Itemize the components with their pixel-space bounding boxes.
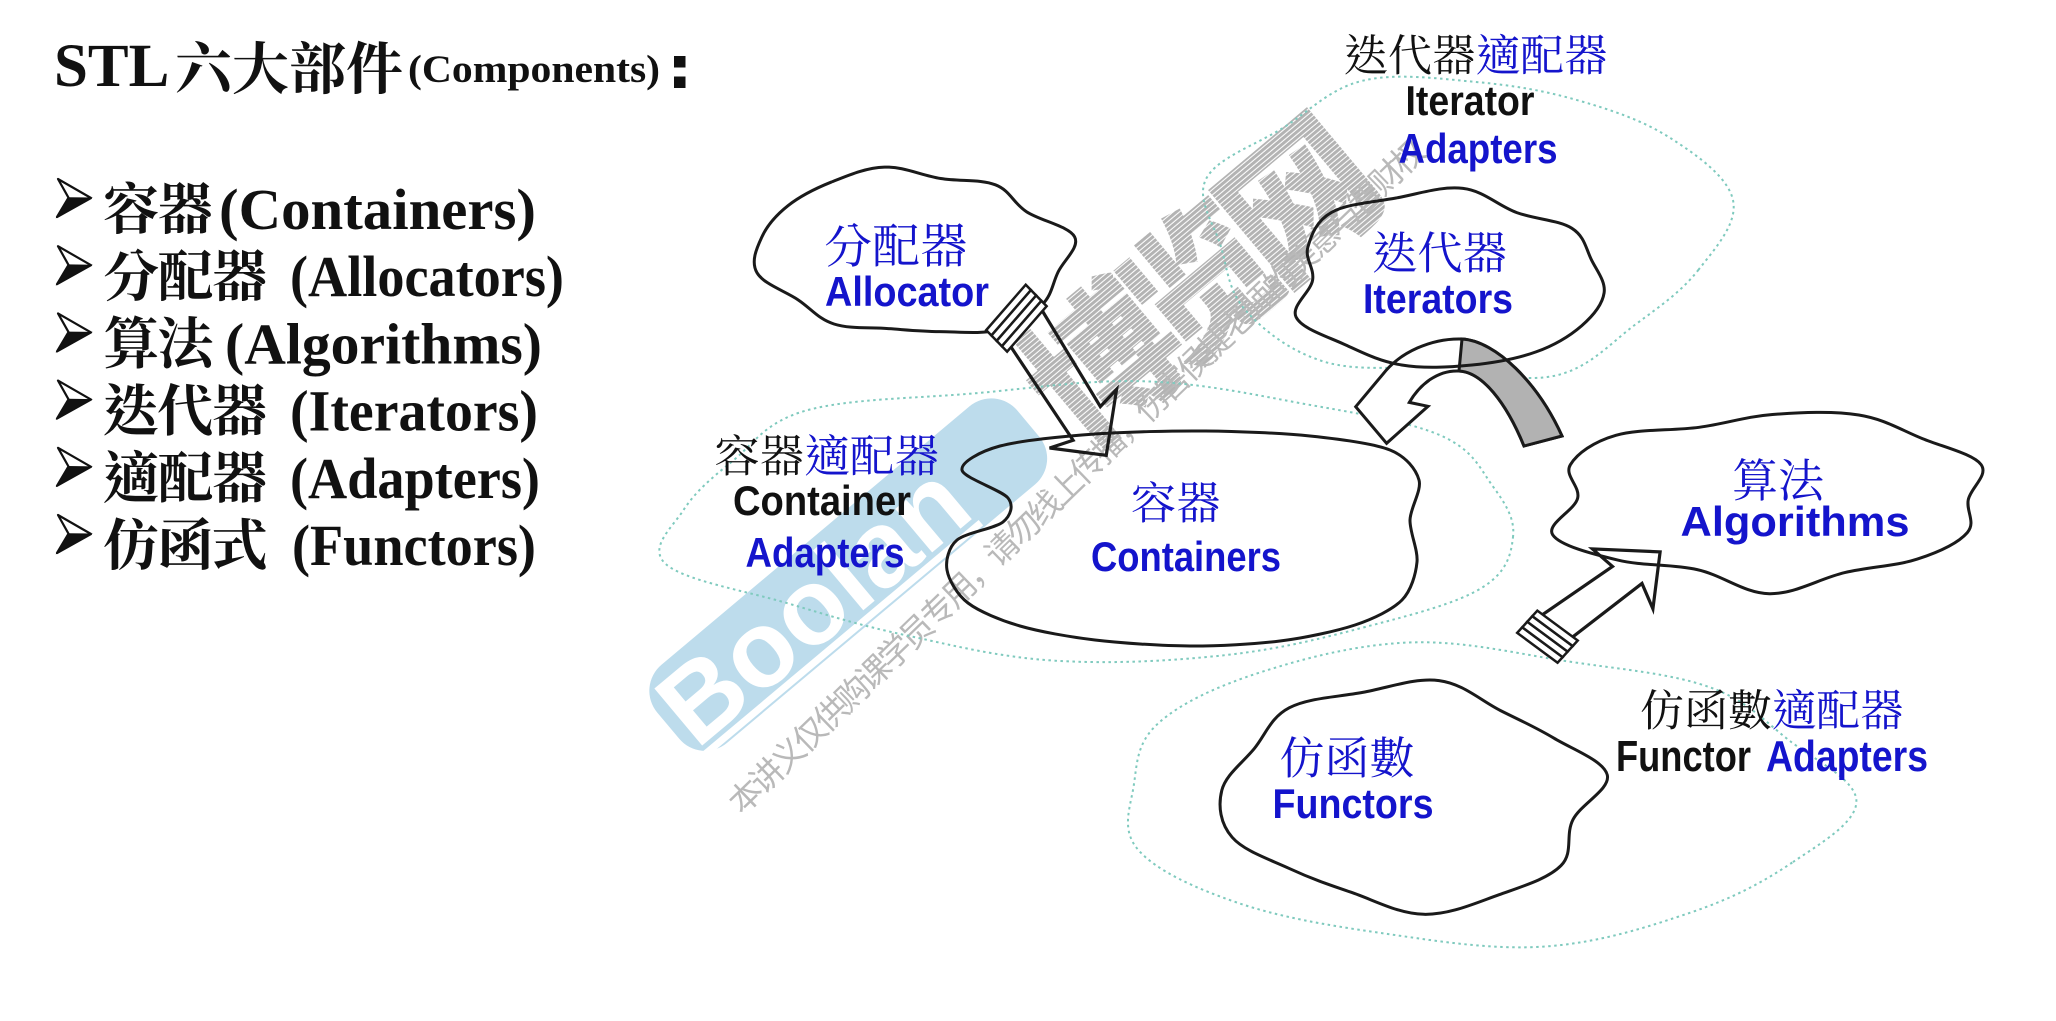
- svg-text:(Iterators): (Iterators): [290, 379, 538, 444]
- svg-text:(Components): (Components): [408, 48, 660, 91]
- svg-text:Containers: Containers: [1091, 533, 1281, 580]
- svg-text:STL: STL: [54, 33, 169, 100]
- svg-text:Algorithms: Algorithms: [1681, 498, 1910, 545]
- svg-text:(Containers): (Containers): [219, 177, 536, 242]
- svg-text:Container: Container: [733, 477, 911, 524]
- svg-text:Functor: Functor: [1616, 732, 1751, 781]
- svg-text:Adapters: Adapters: [746, 529, 905, 576]
- svg-text:Iterators: Iterators: [1363, 275, 1513, 322]
- svg-text:Iterator: Iterator: [1406, 77, 1535, 124]
- svg-text:Adapters: Adapters: [1766, 732, 1928, 781]
- svg-text:(Algorithms): (Algorithms): [225, 311, 542, 376]
- svg-text:Functors: Functors: [1273, 780, 1434, 827]
- svg-text:(Allocators): (Allocators): [290, 244, 564, 309]
- svg-text:(Adapters): (Adapters): [290, 446, 540, 511]
- svg-text:Adapters: Adapters: [1399, 125, 1558, 172]
- svg-text:(Functors): (Functors): [292, 513, 536, 578]
- svg-text:Allocator: Allocator: [825, 268, 989, 315]
